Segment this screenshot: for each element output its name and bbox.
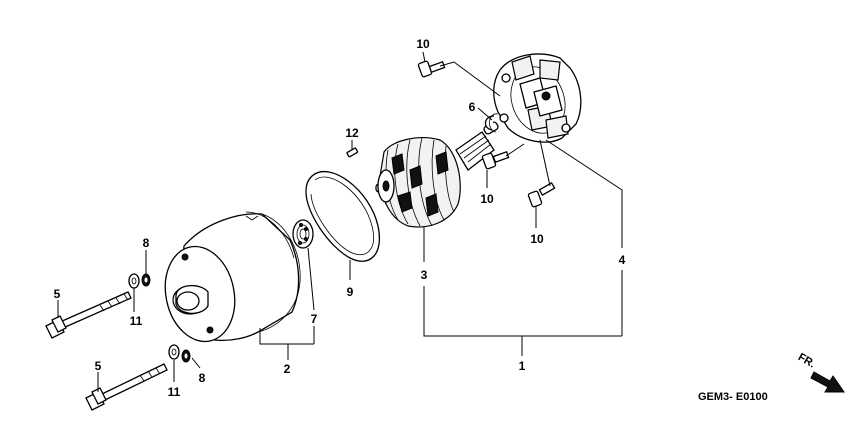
callout-1: 1	[519, 359, 526, 373]
callout-7: 7	[311, 312, 318, 326]
arrow-icon	[810, 371, 845, 393]
callout-6: 6	[469, 100, 476, 114]
washer-8-upper	[141, 273, 151, 287]
washer-11-upper	[128, 273, 140, 289]
callout-8-upper: 8	[143, 236, 150, 250]
front-arrow-label: FR.	[796, 351, 817, 370]
washer-8-lower	[181, 349, 191, 363]
callout-11-lower: 11	[168, 385, 181, 399]
motor-case	[164, 211, 301, 343]
screw-bottom	[527, 182, 556, 208]
callout-8-lower: 8	[199, 371, 206, 385]
callout-11-upper: 11	[130, 314, 143, 328]
screw-middle	[481, 150, 510, 170]
diagram-code: GEM3- E0100	[698, 391, 768, 403]
callout-5-lower: 5	[95, 359, 102, 373]
front-direction-arrow: FR.	[796, 351, 845, 393]
through-bolt-upper	[45, 291, 132, 339]
brush-holder	[493, 53, 582, 143]
callout-9: 9	[347, 285, 354, 299]
callout-10-top: 10	[416, 37, 430, 51]
callout-12: 12	[345, 126, 359, 140]
screw-top	[417, 60, 446, 78]
leader-lines	[57, 51, 623, 392]
armature	[375, 121, 499, 228]
washer-11-lower	[168, 344, 180, 360]
dowel-pin	[346, 147, 359, 158]
callout-10-bottom: 10	[530, 232, 544, 246]
callout-5-upper: 5	[54, 287, 61, 301]
through-bolt-lower	[85, 363, 168, 411]
callout-4: 4	[619, 253, 626, 267]
callout-3: 3	[421, 268, 428, 282]
callout-10-middle: 10	[480, 192, 494, 206]
bearing	[292, 219, 314, 249]
o-ring	[305, 170, 380, 262]
callout-2: 2	[284, 362, 291, 376]
